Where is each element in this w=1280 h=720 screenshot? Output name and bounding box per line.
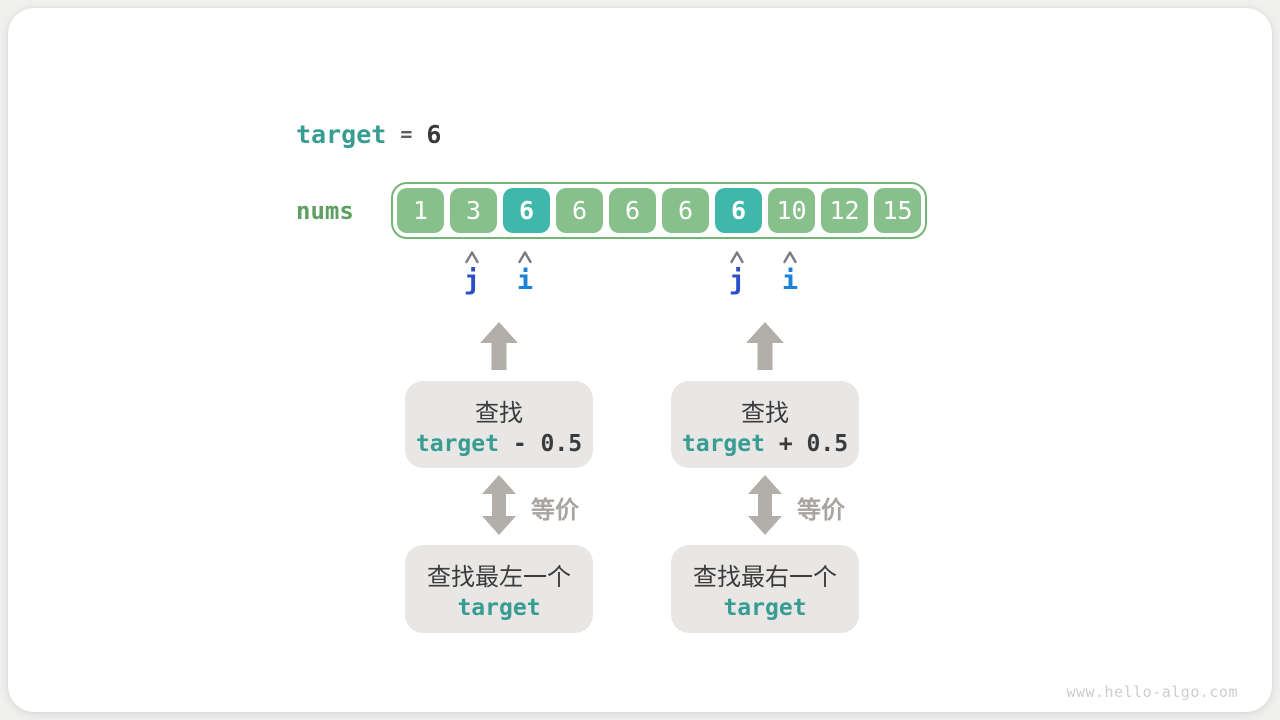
arrow-up-icon xyxy=(480,322,518,370)
result-box-code: target xyxy=(457,595,540,621)
search-box-expression: target - 0.5 xyxy=(416,431,582,457)
array-cell: 6 xyxy=(609,188,656,233)
watermark: www.hello-algo.com xyxy=(1066,683,1238,701)
array-cell: 10 xyxy=(768,188,815,233)
caret-up-icon xyxy=(783,251,797,264)
pointer-label: j xyxy=(463,265,481,296)
caret-up-icon xyxy=(730,251,744,264)
search-box-text: 查找 xyxy=(475,398,523,427)
array-cell: 6 xyxy=(556,188,603,233)
target-code: target xyxy=(296,119,387,149)
pointer-group: i xyxy=(508,250,542,297)
target-assignment: target = 6 xyxy=(296,118,441,150)
target-value: 6 xyxy=(426,119,442,149)
array-cell: 6 xyxy=(715,188,762,233)
result-box-text: 查找最右一个 xyxy=(693,563,837,591)
pointer-label: j xyxy=(728,265,746,296)
result-box-right: 查找最右一个 target xyxy=(671,545,859,633)
double-arrow-icon xyxy=(748,475,782,535)
target-code: target xyxy=(723,595,807,621)
diagram-card: target = 6 nums 1 3 6 6 6 6 6 10 12 15 j… xyxy=(8,8,1272,712)
search-box-right: 查找 target + 0.5 xyxy=(671,381,859,468)
pointer-label: i xyxy=(516,265,534,296)
target-code: target xyxy=(415,430,499,457)
result-box-code: target xyxy=(723,595,806,621)
pointer-group: j xyxy=(720,250,754,297)
array-cell: 1 xyxy=(397,188,444,233)
pointer-label: i xyxy=(781,265,799,296)
search-box-expression: target + 0.5 xyxy=(682,431,848,457)
target-code: target xyxy=(457,595,541,621)
caret-up-icon xyxy=(465,251,479,264)
nums-array: 1 3 6 6 6 6 6 10 12 15 xyxy=(391,182,927,239)
nums-label: nums xyxy=(296,197,354,225)
arrow-up-icon xyxy=(746,322,784,370)
search-box-text: 查找 xyxy=(741,398,789,427)
expression-op: + 0.5 xyxy=(778,430,849,457)
array-cell: 6 xyxy=(662,188,709,233)
double-arrow-icon xyxy=(482,475,516,535)
caret-up-icon xyxy=(518,251,532,264)
equals-sign: = xyxy=(400,122,413,146)
target-code: target xyxy=(681,430,765,457)
pointer-group: j xyxy=(455,250,489,297)
result-box-left: 查找最左一个 target xyxy=(405,545,593,633)
array-cell: 3 xyxy=(450,188,497,233)
expression-op: - 0.5 xyxy=(512,430,583,457)
search-box-left: 查找 target - 0.5 xyxy=(405,381,593,468)
equivalence-label: 等价 xyxy=(797,496,845,524)
pointer-group: i xyxy=(773,250,807,297)
equivalence-label: 等价 xyxy=(531,496,579,524)
array-cell: 15 xyxy=(874,188,921,233)
array-cell: 6 xyxy=(503,188,550,233)
result-box-text: 查找最左一个 xyxy=(427,563,571,591)
array-cell: 12 xyxy=(821,188,868,233)
